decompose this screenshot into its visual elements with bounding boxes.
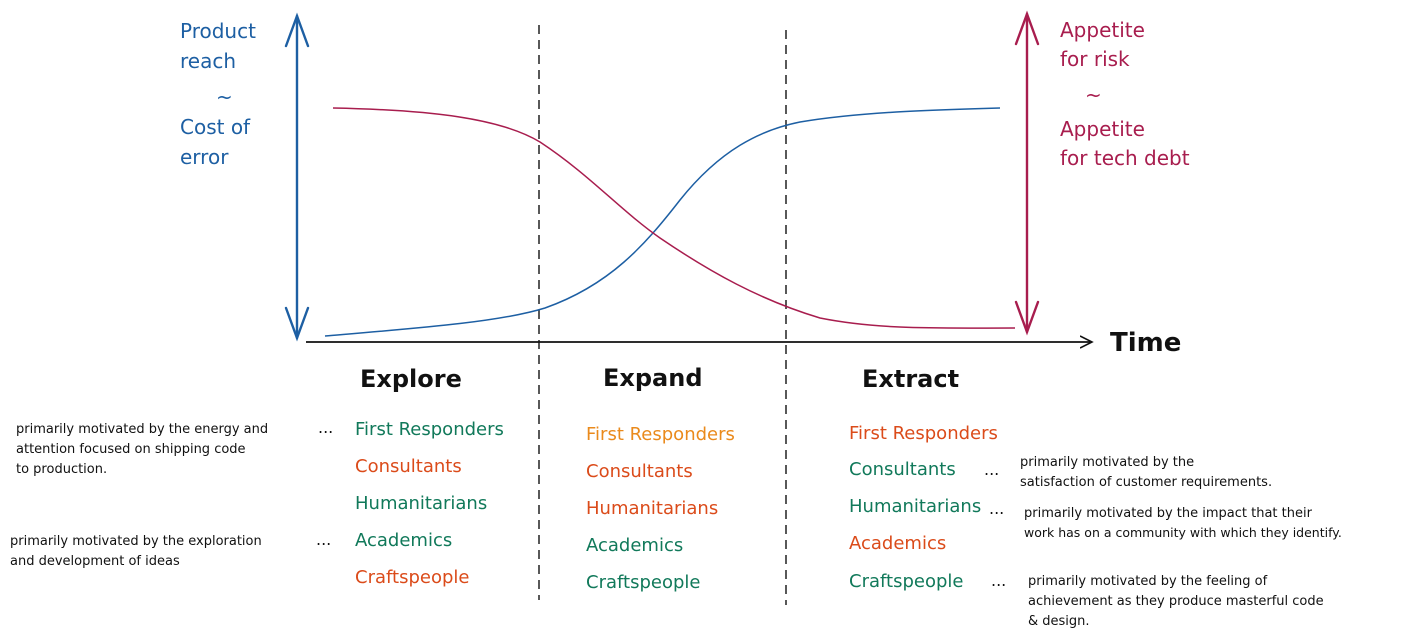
ellipsis: ... — [989, 499, 1004, 518]
note-line: & design. — [1028, 614, 1090, 629]
role-item: Consultants — [355, 456, 462, 477]
left-axis-line-2: reach — [180, 49, 236, 73]
note-line: attention focused on shipping code — [16, 442, 246, 457]
explore-roles: First Responders Consultants Humanitaria… — [355, 419, 504, 588]
expand-roles: First Responders Consultants Humanitaria… — [586, 424, 735, 593]
role-item: Humanitarians — [849, 496, 981, 517]
right-axis-line-2: for risk — [1060, 47, 1130, 71]
note-line: primarily motivated by the impact that t… — [1024, 506, 1313, 521]
left-axis-label: Product reach ~ Cost of error — [180, 19, 256, 169]
role-item: First Responders — [586, 424, 735, 445]
note-consultants: ... primarily motivated by the satisfact… — [984, 455, 1272, 490]
role-item: Humanitarians — [586, 498, 718, 519]
note-line: satisfaction of customer requirements. — [1020, 475, 1272, 490]
ellipsis: ... — [991, 571, 1006, 590]
left-double-arrow — [284, 12, 310, 342]
ellipsis: ... — [316, 530, 331, 549]
note-line: primarily motivated by the feeling of — [1028, 574, 1268, 589]
note-line: work has on a community with which they … — [1024, 525, 1342, 540]
phase-title-expand: Expand — [603, 364, 703, 392]
role-item: First Responders — [849, 423, 998, 444]
role-item: Craftspeople — [849, 571, 963, 592]
phase-title-extract: Extract — [862, 365, 959, 393]
left-axis-line-5: error — [180, 145, 229, 169]
role-item: Craftspeople — [586, 572, 700, 593]
role-item: Consultants — [849, 459, 956, 480]
note-humanitarians: ... primarily motivated by the impact th… — [989, 499, 1342, 540]
right-axis-line-1: Appetite — [1060, 18, 1145, 42]
right-double-arrow — [1014, 10, 1040, 336]
extract-roles: First Responders Consultants Humanitaria… — [849, 423, 998, 592]
product-reach-curve — [324, 107, 1001, 337]
role-item: Craftspeople — [355, 567, 469, 588]
role-item: Academics — [586, 535, 683, 556]
role-item: Academics — [355, 530, 452, 551]
role-item: Humanitarians — [355, 493, 487, 514]
time-label: Time — [1110, 328, 1181, 358]
phase-title-explore: Explore — [360, 365, 462, 393]
right-axis-label: Appetite for risk ~ Appetite for tech de… — [1060, 18, 1190, 170]
note-line: achievement as they produce masterful co… — [1028, 594, 1324, 609]
role-item: Academics — [849, 533, 946, 554]
note-line: primarily motivated by the exploration — [10, 534, 262, 549]
note-line: to production. — [16, 462, 107, 477]
right-axis-line-4: Appetite — [1060, 117, 1145, 141]
note-line: primarily motivated by the energy and — [16, 422, 268, 437]
ellipsis: ... — [984, 460, 999, 479]
right-axis-line-3: ~ — [1085, 83, 1102, 107]
left-axis-line-4: Cost of — [180, 115, 251, 139]
left-axis-line-1: Product — [180, 19, 256, 43]
note-academics: primarily motivated by the exploration a… — [10, 530, 331, 569]
left-axis-line-3: ~ — [216, 85, 233, 109]
note-line: and development of ideas — [10, 554, 180, 569]
appetite-for-risk-curve — [332, 107, 1016, 329]
note-craftspeople: ... primarily motivated by the feeling o… — [991, 571, 1324, 629]
role-item: First Responders — [355, 419, 504, 440]
role-item: Consultants — [586, 461, 693, 482]
note-line: primarily motivated by the — [1020, 455, 1194, 470]
note-first-responders: primarily motivated by the energy and at… — [16, 418, 333, 477]
ellipsis: ... — [318, 418, 333, 437]
right-axis-line-5: for tech debt — [1060, 146, 1190, 170]
